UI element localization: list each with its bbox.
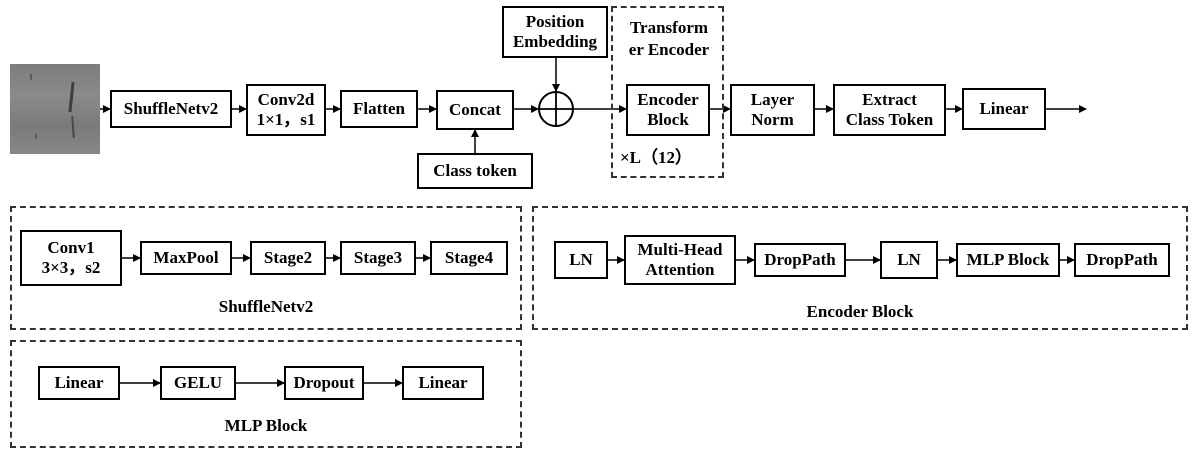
shufflenet-panel-caption: ShuffleNetv2 — [218, 297, 314, 316]
gelu-box: GELU — [160, 366, 236, 400]
flatten-box: Flatten — [340, 90, 418, 128]
ln2-box: LN — [880, 241, 938, 279]
mlp-panel — [10, 340, 522, 448]
multi-head-attention-box: Multi-Head Attention — [624, 235, 736, 285]
transformer-encoder-label-1: Transform — [629, 18, 709, 37]
repeat-label: ×L（12） — [620, 148, 693, 167]
encoder-block-box: Encoder Block — [626, 84, 710, 136]
class-token-box: Class token — [417, 153, 533, 189]
stage3-box: Stage3 — [340, 241, 416, 275]
mlp-block-box: MLP Block — [956, 243, 1060, 277]
input-image — [10, 64, 100, 154]
dropout-box: Dropout — [284, 366, 364, 400]
droppath2-box: DropPath — [1074, 243, 1170, 277]
droppath1-box: DropPath — [754, 243, 846, 277]
concat-box: Concat — [436, 90, 514, 130]
shufflenet-box: ShuffleNetv2 — [110, 90, 232, 128]
shufflenet-panel — [10, 206, 522, 330]
ln1-box: LN — [554, 241, 608, 279]
mlp-linear2-box: Linear — [402, 366, 484, 400]
conv2d-box: Conv2d 1×1，s1 — [246, 84, 326, 136]
transformer-encoder-label-2: er Encoder — [628, 40, 710, 59]
position-embedding-box: Position Embedding — [502, 6, 608, 58]
layer-norm-box: Layer Norm — [730, 84, 815, 136]
encoder-block-panel — [532, 206, 1188, 330]
encoder-panel-caption: Encoder Block — [806, 302, 914, 321]
maxpool-box: MaxPool — [140, 241, 232, 275]
stage4-box: Stage4 — [430, 241, 508, 275]
stage2-box: Stage2 — [250, 241, 326, 275]
conv1-box: Conv1 3×3，s2 — [20, 230, 122, 286]
mlp-panel-caption: MLP Block — [224, 416, 308, 435]
linear-box: Linear — [962, 88, 1046, 130]
extract-class-token-box: Extract Class Token — [833, 84, 946, 136]
transformer-encoder-region — [611, 6, 724, 178]
mlp-linear1-box: Linear — [38, 366, 120, 400]
